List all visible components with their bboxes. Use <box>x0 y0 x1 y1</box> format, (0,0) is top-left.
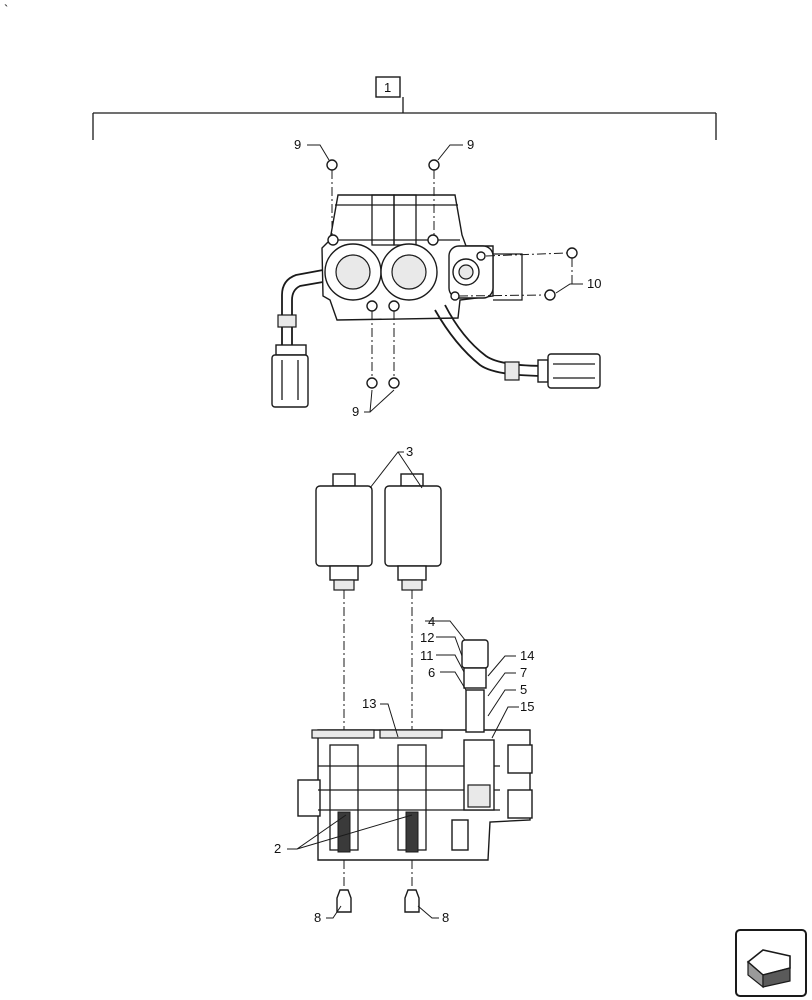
callout-13: 13 <box>362 696 376 711</box>
callout-9-bottom: 9 <box>352 404 359 419</box>
plug-8-right <box>404 860 420 913</box>
callout-8-left: 8 <box>314 910 321 925</box>
screw-9-bottom-pair <box>366 311 400 389</box>
callout-4: 4 <box>428 614 435 629</box>
callout-12: 12 <box>420 630 434 645</box>
callout-2: 2 <box>274 841 281 856</box>
callout-3: 3 <box>406 444 413 459</box>
callout-11: 11 <box>420 648 434 663</box>
callout-5: 5 <box>520 682 527 697</box>
callout-9-top-right: 9 <box>467 137 474 152</box>
callout-8-right: 8 <box>442 910 449 925</box>
valve-body-bottom <box>297 639 533 861</box>
callout-7: 7 <box>520 665 527 680</box>
assembly-bracket <box>92 76 717 140</box>
callout-6: 6 <box>428 665 435 680</box>
callout-15: 15 <box>520 699 534 714</box>
callout-9-top-left: 9 <box>294 137 301 152</box>
plug-8-left <box>336 860 352 913</box>
callout-1: 1 <box>384 80 391 95</box>
solenoid-coil-left <box>315 473 373 735</box>
screw-10-pair <box>458 247 578 301</box>
screw-9-top-left <box>326 159 338 236</box>
valve-assembly-top <box>271 194 601 408</box>
previous-page-arrow-icon[interactable] <box>735 929 807 997</box>
screw-9-top-right <box>428 159 440 236</box>
solenoid-coil-right <box>384 473 442 735</box>
callout-14: 14 <box>520 648 534 663</box>
corner-mark: ` <box>4 2 8 17</box>
callout-10: 10 <box>587 276 601 291</box>
